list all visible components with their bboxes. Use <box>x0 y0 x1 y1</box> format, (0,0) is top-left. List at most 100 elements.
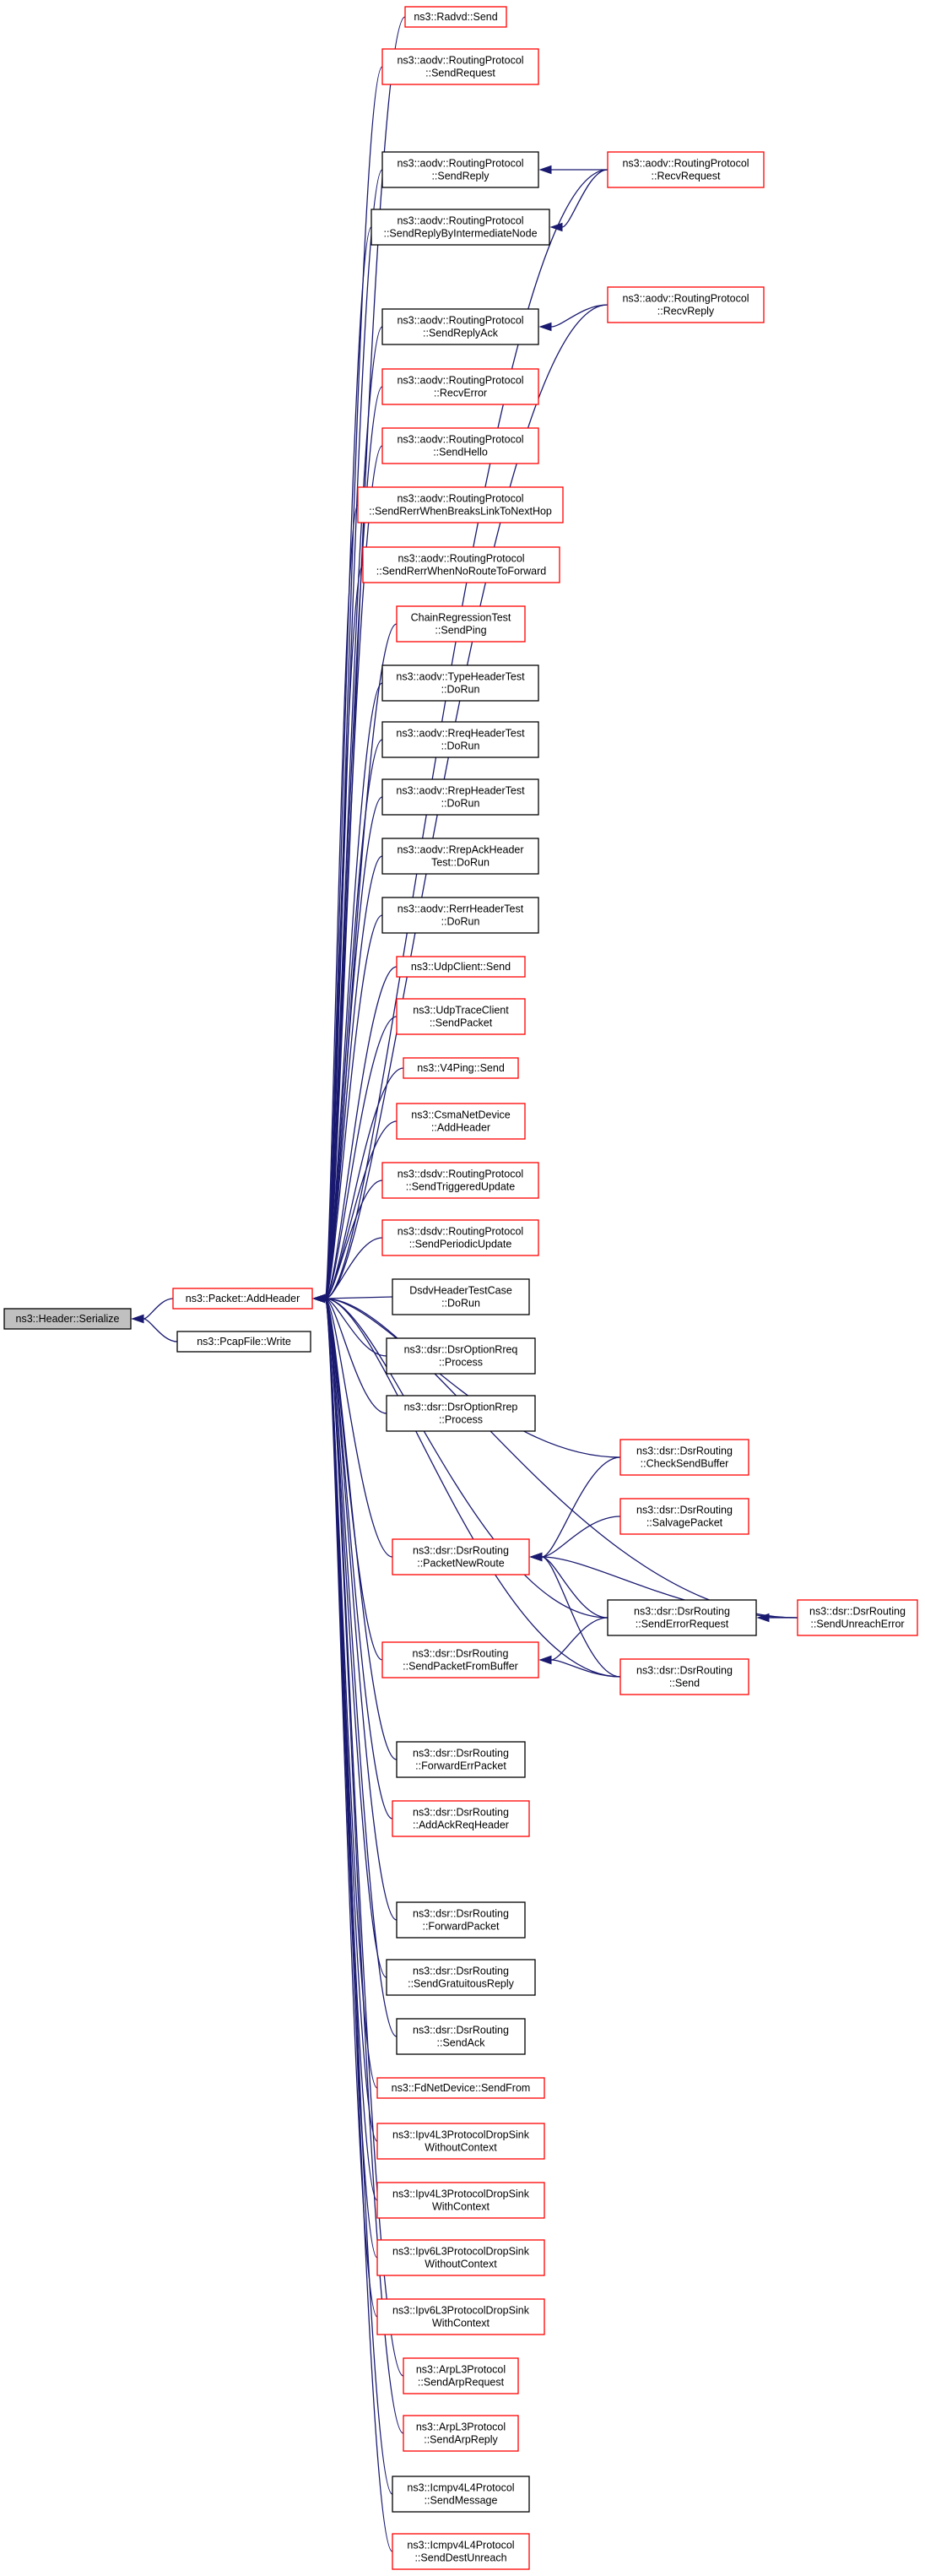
node-label: ns3::aodv::RoutingProtocol <box>397 493 523 505</box>
arrowhead-icon <box>538 1655 552 1665</box>
node-label: ::AddAckReqHeader <box>413 1819 509 1831</box>
node-chain_sendping[interactable]: ChainRegressionTest::SendPing <box>396 605 526 643</box>
nodes-layer: ns3::Header::Serialize ns3::Packet::AddHe… <box>3 6 918 2570</box>
node-fdnetdevice[interactable]: ns3::FdNetDevice::SendFrom <box>376 2077 545 2099</box>
node-label: ns3::aodv::RerrHeaderTest <box>398 903 524 915</box>
node-dsr_sendunreacherror[interactable]: ns3::dsr::DsrRouting::SendUnreachError <box>797 1599 918 1636</box>
node-icmpv4_senddestunreach[interactable]: ns3::Icmpv4L4Protocol::SendDestUnreach <box>392 2533 530 2570</box>
call-edge <box>324 564 364 1299</box>
node-box <box>396 1103 526 1140</box>
node-dsroptionrreq[interactable]: ns3::dsr::DsrOptionRreq::Process <box>386 1337 536 1375</box>
node-label: ns3::dsr::DsrRouting <box>636 1665 733 1677</box>
node-box <box>381 368 539 405</box>
node-label: ns3::dsr::DsrRouting <box>636 1505 733 1516</box>
node-box <box>386 1337 536 1375</box>
node-rrepheadertest[interactable]: ns3::aodv::RrepHeaderTest::DoRun <box>381 778 539 816</box>
call-edge <box>324 1298 621 1458</box>
arrowhead-icon <box>756 1613 770 1623</box>
node-label: ns3::ArpL3Protocol <box>416 2364 506 2376</box>
node-rreqheadertest[interactable]: ns3::aodv::RreqHeaderTest::DoRun <box>381 721 539 758</box>
node-aodv_sendreplybyint[interactable]: ns3::aodv::RoutingProtocol::SendReplyByI… <box>371 209 550 246</box>
node-box <box>381 778 539 816</box>
node-dsr_send[interactable]: ns3::dsr::DsrRouting::Send <box>619 1658 749 1695</box>
node-aodv_recverror[interactable]: ns3::aodv::RoutingProtocol::RecvError <box>381 368 539 405</box>
call-edge <box>324 914 383 1299</box>
node-aodv_sendreplyack[interactable]: ns3::aodv::RoutingProtocol::SendReplyAck <box>381 308 539 345</box>
node-serialize[interactable]: ns3::Header::Serialize <box>3 1308 132 1330</box>
node-dsr_addackreqheader[interactable]: ns3::dsr::DsrRouting::AddAckReqHeader <box>392 1800 530 1837</box>
node-dsr_sendgratuitous[interactable]: ns3::dsr::DsrRouting::SendGratuitousRepl… <box>386 1959 536 1996</box>
node-ipv4drop_without[interactable]: ns3::Ipv4L3ProtocolDropSinkWithoutContex… <box>376 2123 545 2160</box>
arrowhead-icon <box>538 165 552 175</box>
node-box <box>381 838 539 875</box>
node-label: ::ForwardPacket <box>422 1921 500 1933</box>
node-label: ::SendGratuitousReply <box>408 1978 515 1990</box>
node-box <box>376 2298 545 2335</box>
node-box <box>381 427 539 464</box>
node-box <box>396 998 526 1035</box>
node-dsr_forwardpacket[interactable]: ns3::dsr::DsrRouting::ForwardPacket <box>396 1901 526 1939</box>
node-box <box>362 546 560 583</box>
node-box <box>396 2018 526 2055</box>
node-box <box>403 2415 519 2452</box>
node-radvd_send[interactable]: ns3::Radvd::Send <box>404 6 507 28</box>
node-dsr_sendack[interactable]: ns3::dsr::DsrRouting::SendAck <box>396 2018 526 2055</box>
node-v4ping_send[interactable]: ns3::V4Ping::Send <box>403 1057 519 1079</box>
node-label: ns3::dsr::DsrRouting <box>413 1807 509 1819</box>
node-arp_sendrequest[interactable]: ns3::ArpL3Protocol::SendArpRequest <box>403 2357 519 2394</box>
call-edge <box>324 1298 393 1558</box>
node-csma_addheader[interactable]: ns3::CsmaNetDevice::AddHeader <box>396 1103 526 1140</box>
node-dsr_senderrorrequest[interactable]: ns3::dsr::DsrRouting::SendErrorRequest <box>607 1599 757 1636</box>
node-dsr_packetnewroute[interactable]: ns3::dsr::DsrRouting::PacketNewRoute <box>392 1538 530 1575</box>
node-aodv_sendhello[interactable]: ns3::aodv::RoutingProtocol::SendHello <box>381 427 539 464</box>
node-box <box>172 1288 313 1310</box>
node-label: ns3::Icmpv4L4Protocol <box>407 2540 514 2552</box>
node-label: ::DoRun <box>441 684 480 696</box>
node-dsr_sendpacketfrombuffer[interactable]: ns3::dsr::DsrRouting::SendPacketFromBuff… <box>381 1641 539 1678</box>
node-aodv_sendrerrbreaks[interactable]: ns3::aodv::RoutingProtocol::SendRerrWhen… <box>357 486 564 523</box>
node-label: DsdvHeaderTestCase <box>409 1285 512 1297</box>
node-aodv_sendrerrnoroute[interactable]: ns3::aodv::RoutingProtocol::SendRerrWhen… <box>362 546 560 583</box>
node-udptraceclient[interactable]: ns3::UdpTraceClient::SendPacket <box>396 998 526 1035</box>
node-label: ns3::dsr::DsrOptionRrep <box>404 1402 518 1413</box>
node-label: WithContext <box>432 2201 490 2213</box>
node-dsdvheadertest[interactable]: DsdvHeaderTestCase::DoRun <box>392 1278 530 1315</box>
node-label: ns3::aodv::RoutingProtocol <box>397 375 523 387</box>
node-aodv_sendreply[interactable]: ns3::aodv::RoutingProtocol::SendReply <box>381 151 539 188</box>
call-edge <box>324 1298 609 1619</box>
node-label: ns3::aodv::RoutingProtocol <box>398 553 524 565</box>
node-pcapwrite[interactable]: ns3::PcapFile::Write <box>176 1331 311 1353</box>
node-aodv_recvreply[interactable]: ns3::aodv::RoutingProtocol::RecvReply <box>607 286 765 323</box>
node-dsdv_periodic[interactable]: ns3::dsdv::RoutingProtocol::SendPeriodic… <box>381 1219 539 1256</box>
node-label: ::SendUnreachError <box>810 1619 904 1630</box>
node-udpclient_send[interactable]: ns3::UdpClient::Send <box>396 956 526 978</box>
node-aodv_recvrequest[interactable]: ns3::aodv::RoutingProtocol::RecvRequest <box>607 151 765 188</box>
node-arp_sendreply[interactable]: ns3::ArpL3Protocol::SendArpReply <box>403 2415 519 2452</box>
node-label: ns3::dsr::DsrRouting <box>413 2025 509 2036</box>
node-box <box>607 1599 757 1636</box>
node-label: ns3::Packet::AddHeader <box>186 1293 300 1304</box>
node-dsr_salvagepacket[interactable]: ns3::dsr::DsrRouting::SalvagePacket <box>619 1498 749 1535</box>
node-dsroptionrrep[interactable]: ns3::dsr::DsrOptionRrep::Process <box>386 1395 536 1432</box>
node-dsdv_triggered[interactable]: ns3::dsdv::RoutingProtocol::SendTriggere… <box>381 1162 539 1199</box>
node-label: ns3::dsr::DsrRouting <box>413 1908 509 1920</box>
node-box <box>176 1331 311 1353</box>
node-box <box>381 1641 539 1678</box>
node-ipv6drop_without[interactable]: ns3::Ipv6L3ProtocolDropSinkWithoutContex… <box>376 2239 545 2276</box>
node-aodv_sendrequest[interactable]: ns3::aodv::RoutingProtocol::SendRequest <box>381 48 539 85</box>
node-dsr_forwarderrpacket[interactable]: ns3::dsr::DsrRouting::ForwardErrPacket <box>396 1741 526 1778</box>
node-label: ChainRegressionTest <box>411 612 511 624</box>
arrowhead-icon <box>131 1314 144 1324</box>
node-icmpv4_sendmessage[interactable]: ns3::Icmpv4L4Protocol::SendMessage <box>392 2476 530 2513</box>
node-addheader[interactable]: ns3::Packet::AddHeader <box>172 1288 313 1310</box>
node-rerrheadertest[interactable]: ns3::aodv::RerrHeaderTest::DoRun <box>381 897 539 934</box>
node-typeheadertest[interactable]: ns3::aodv::TypeHeaderTest::DoRun <box>381 664 539 702</box>
arrowhead-icon <box>549 222 563 232</box>
node-label: ::SendPing <box>435 625 486 637</box>
node-box <box>386 1395 536 1432</box>
node-label: WithoutContext <box>425 2142 497 2154</box>
node-dsr_checksendbuffer[interactable]: ns3::dsr::DsrRouting::CheckSendBuffer <box>619 1439 749 1476</box>
